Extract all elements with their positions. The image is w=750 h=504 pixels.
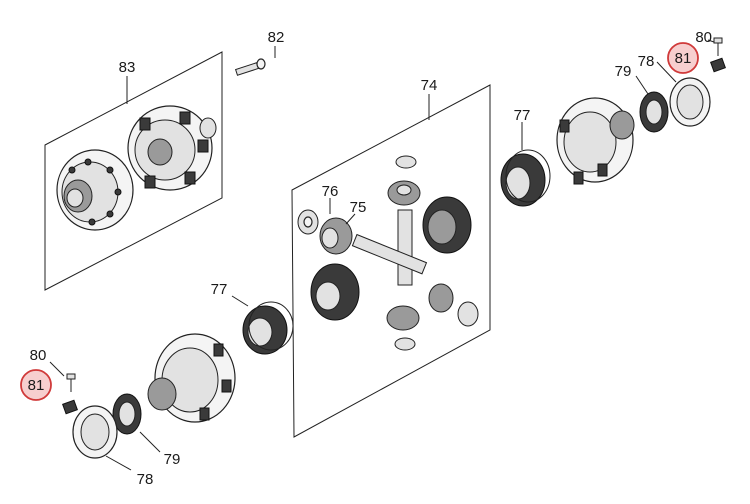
callout-76: 76 [322, 183, 339, 200]
callout-75: 75 [350, 199, 367, 216]
panel-83-frame [44, 51, 223, 291]
callout-79-bottom: 79 [164, 451, 181, 468]
callout-81-bottom: 81 [28, 377, 45, 394]
leader-lines [49, 39, 715, 471]
clip-and-screw-bottom [62, 373, 78, 415]
callout-77-top: 77 [514, 107, 531, 124]
callout-78-top: 78 [638, 53, 655, 70]
pinion-gear-75 [319, 217, 353, 255]
clutch-pack-77-mid [242, 301, 294, 355]
housing-bottom-left [147, 333, 236, 423]
highlight-81-bottom[interactable] [20, 369, 52, 401]
callout-83: 83 [119, 59, 136, 76]
clutch-pack-77-top [500, 149, 551, 207]
callout-81-top: 81 [675, 50, 692, 67]
callout-74: 74 [421, 77, 438, 94]
callout-82: 82 [268, 29, 285, 46]
clip-and-screw-top [710, 37, 726, 73]
bearing-79-top [639, 91, 669, 133]
bearing-79-bottom [112, 393, 142, 435]
callout-78-bottom: 78 [137, 471, 154, 488]
bearing-race-78-bottom [72, 405, 118, 459]
panel-74 [291, 84, 491, 438]
bearing-race-78-top [669, 77, 711, 127]
callout-79-top: 79 [615, 63, 632, 80]
housing-half-right [127, 105, 217, 191]
callout-80-bottom: 80 [30, 347, 47, 364]
housing-right [556, 97, 635, 185]
panel-74-frame [291, 84, 491, 438]
side-gear-right [422, 196, 472, 254]
highlight-81-top[interactable] [667, 42, 699, 74]
callout-80-top: 80 [695, 29, 712, 46]
panel-83 [44, 51, 223, 291]
housing-half-left [56, 149, 134, 231]
cross-shaft [351, 209, 428, 286]
bolt-82 [234, 58, 266, 76]
callout-77-mid: 77 [211, 281, 228, 298]
side-gear-left [310, 263, 360, 321]
